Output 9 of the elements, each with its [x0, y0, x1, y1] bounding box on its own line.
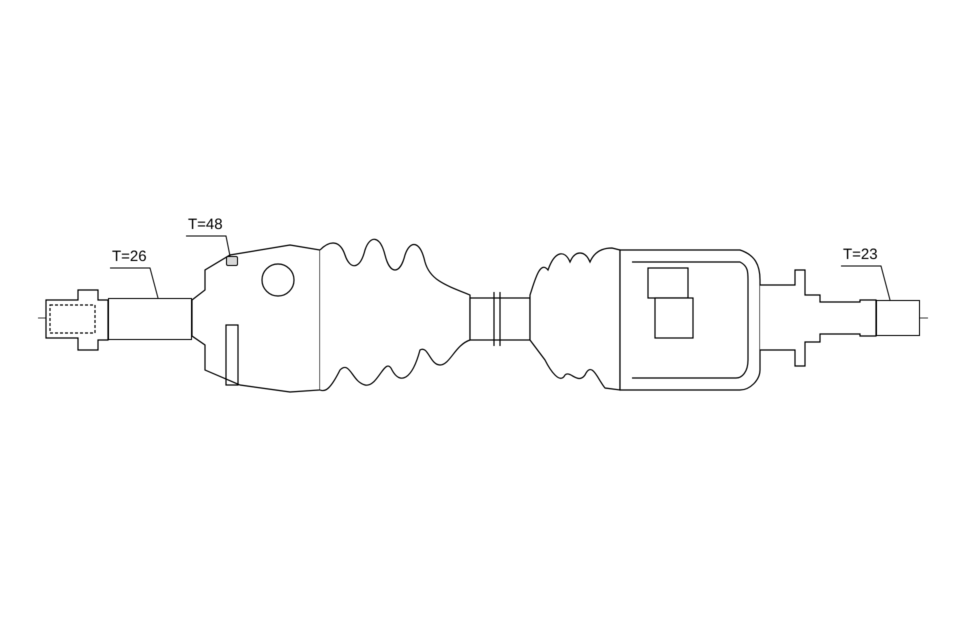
dimension-label: T=26: [110, 248, 150, 268]
leader-line: [110, 268, 158, 298]
shaft-section: [108, 298, 192, 340]
leader-line: [840, 266, 890, 300]
dimension-label: T=48: [186, 216, 226, 236]
housing-tab: [226, 256, 238, 266]
shaft-section: [876, 300, 920, 336]
leader-line: [186, 236, 230, 256]
dimension-label: T=23: [841, 246, 881, 266]
